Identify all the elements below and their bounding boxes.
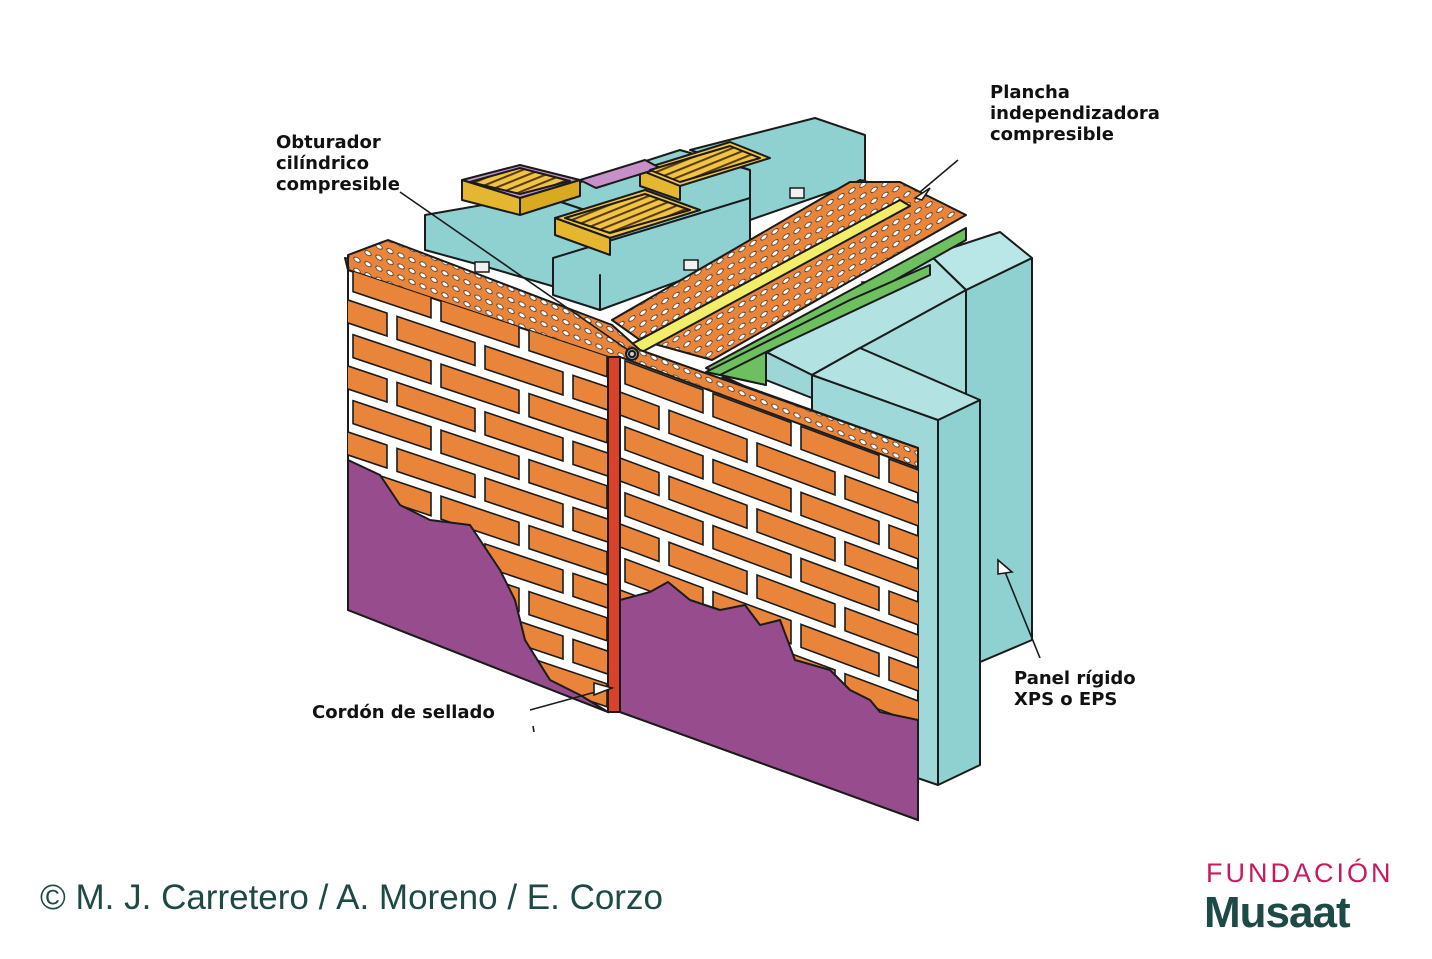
brick-right [888,655,918,711]
brick-right [668,541,748,596]
brick-left [529,724,607,773]
brick-left [572,572,608,624]
brick-right [620,376,660,431]
brick-right [800,491,880,546]
brick-right [800,557,880,612]
brick-right [845,872,923,924]
brick-right [800,425,880,480]
brick-right [800,623,880,678]
brick-left [572,506,608,558]
brick-left [352,399,432,451]
top-hollow-blocks [461,141,771,256]
brick-right [620,508,660,563]
brick-left [484,410,564,463]
brick-left [265,569,343,618]
brick-right [668,805,748,820]
label-obturador-line1: Obturador [276,132,381,153]
brick-right [712,788,792,820]
brick-right [888,457,918,513]
brick-left [396,315,476,367]
brand-logo: Musaat [1204,888,1351,937]
label-panel: Panel rígido XPS o EPS [1014,668,1136,710]
brick-right [888,589,918,645]
brick-left [348,417,388,470]
label-plancha: Plancha independizadora compresible [990,82,1160,145]
brick-left [440,363,520,415]
brick-right [537,724,615,776]
label-cordon: Cordón de sellado [312,702,495,723]
brick-right [756,507,836,563]
brick-left [265,239,343,288]
brick-right [712,392,792,447]
label-obturador: Obturador cilíndrico compresible [276,132,400,195]
brick-left [484,344,564,397]
brick-left [352,333,432,385]
brick-right [624,491,704,547]
brick-left [265,437,343,486]
brick-right [888,523,918,579]
brick-left [485,742,563,791]
brick-right [624,425,704,481]
leader-lines [399,159,1041,733]
brick-right [712,524,792,579]
brick-left [265,503,343,552]
brick-left [265,371,343,420]
brick-right [620,772,660,820]
brick-right [844,606,918,661]
brick-left [573,771,651,820]
copyright-credit: © M. J. Carretero / A. Moreno / E. Corzo [40,878,663,917]
brick-left [265,305,343,354]
brick-right [801,822,879,874]
brick-left [484,476,564,529]
brick-left [396,447,476,499]
brick-right [844,540,918,595]
brick-left [348,615,388,668]
sealing-cord [607,347,639,713]
brick-right [756,441,836,497]
brick-right [712,458,792,513]
brick-right [889,855,967,907]
brick-right [757,839,835,891]
brick-right [668,475,748,530]
brick-right [668,409,748,464]
label-panel-line2: XPS o EPS [1014,689,1118,710]
brick-left [348,285,388,338]
brick-left [572,638,608,690]
brick-face-right [537,355,967,924]
brick-right [844,474,918,529]
brick-right [624,359,704,415]
label-plancha-line3: compresible [990,124,1114,145]
brick-left [440,429,520,481]
label-plancha-line1: Plancha [990,82,1070,103]
label-plancha-line2: independizadora [990,103,1160,124]
brick-left [396,381,476,433]
brick-right [756,573,836,629]
plaster-render-right [619,581,919,821]
brick-right [620,442,660,497]
label-obturador-line2: cilíndrico [276,153,369,174]
brick-left [572,440,608,492]
label-obturador-line3: compresible [276,174,400,195]
label-panel-line1: Panel rígido [1014,668,1136,689]
brick-left [348,351,388,404]
brick-left [572,374,608,426]
brick-left [440,495,520,547]
brick-left [265,635,343,684]
brand-fundacion: FUNDACIÓN [1206,858,1394,888]
brick-right [624,755,704,811]
